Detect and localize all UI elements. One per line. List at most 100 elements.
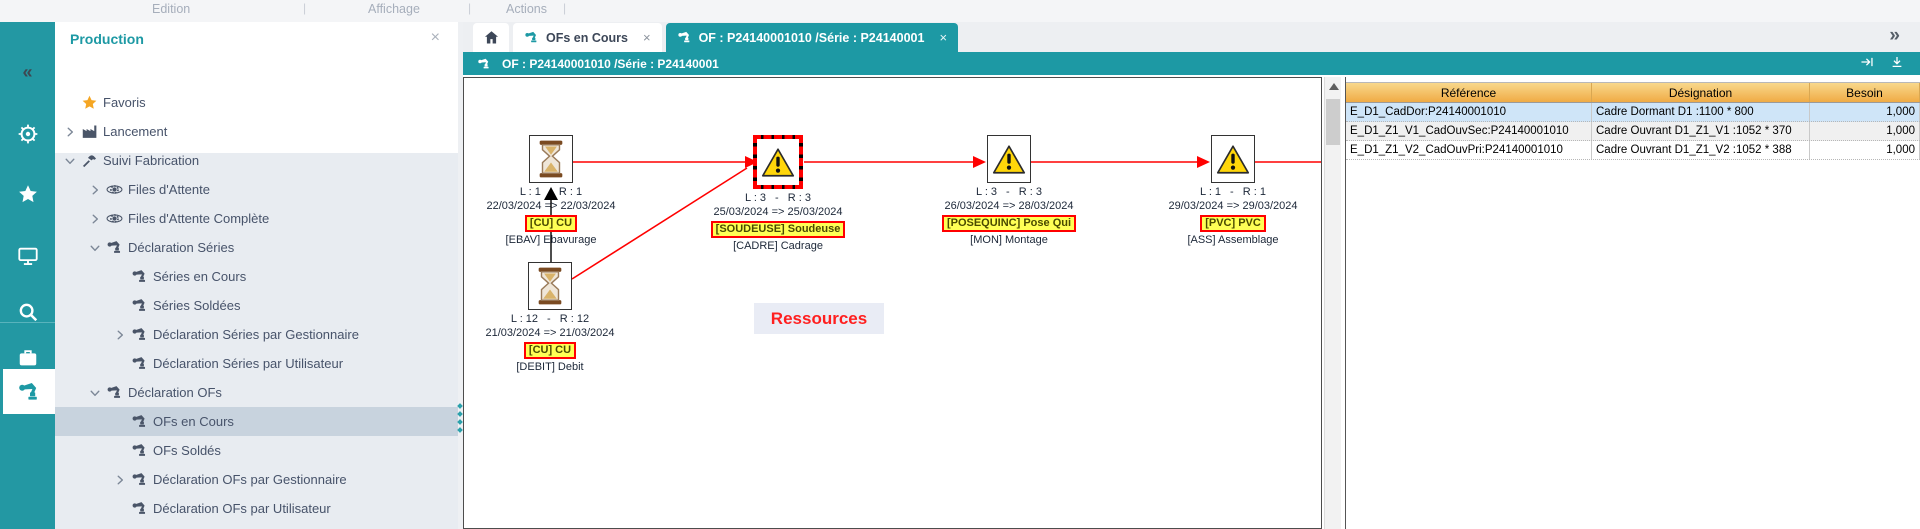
column-header-besoin[interactable]: Besoin <box>1810 83 1920 102</box>
sidebar-item-d-claration-s-ries-par-utilisateur[interactable]: Déclaration Séries par Utilisateur <box>55 349 458 378</box>
sidebar-item-lancement[interactable]: Lancement <box>55 117 458 146</box>
rail-item-production-active[interactable] <box>3 369 55 414</box>
rail-item-wheel-icon[interactable] <box>0 114 55 154</box>
tab-close-icon[interactable]: × <box>642 30 651 45</box>
sidebar-item-label: Favoris <box>103 95 146 110</box>
sidebar-close-icon[interactable]: × <box>430 29 440 46</box>
sidebar-item-d-claration-s-ries-par-gestionnaire[interactable]: Déclaration Séries par Gestionnaire <box>55 320 458 349</box>
tab-close-icon[interactable]: × <box>939 30 948 45</box>
menu-item-edition[interactable]: Edition <box>152 2 191 16</box>
sidebar-item-ofs-sold-s[interactable]: OFs Soldés <box>55 436 458 465</box>
robot-icon <box>131 500 148 517</box>
star-icon <box>17 183 39 205</box>
download-icon[interactable] <box>1890 55 1904 69</box>
sidebar-item-s-ries-sold-es[interactable]: Séries Soldées <box>55 291 458 320</box>
chevron-down-icon[interactable] <box>63 154 77 168</box>
menu-item-actions[interactable]: Actions <box>506 2 547 16</box>
sidebar-item-ofs-en-cours[interactable]: OFs en Cours <box>55 407 458 436</box>
chevron-right-icon[interactable] <box>113 328 127 342</box>
node-resource-label[interactable]: [CU] CU <box>523 342 577 359</box>
rail-item-search-icon[interactable] <box>0 292 55 332</box>
sidebar-item-d-claration-ofs-par-gestionnaire[interactable]: Déclaration OFs par Gestionnaire <box>55 465 458 494</box>
sidebar-item-d-claration-ofs[interactable]: Déclaration OFs <box>55 378 458 407</box>
goto-end-icon[interactable] <box>1860 55 1874 69</box>
cell-reference: E_D1_Z1_V2_CadOuvPri:P24140001010 <box>1346 141 1592 159</box>
monitor-icon <box>17 245 39 267</box>
document-title-bar: OF : P24140001010 /Série : P24140001 <box>463 52 1920 75</box>
node-resource-label[interactable]: [SOUDEUSE] Soudeuse <box>710 221 846 238</box>
node-load-line: L : 12-R : 12 <box>464 313 645 326</box>
node-resource-label[interactable]: [POSEQUINC] Pose Qui <box>941 215 1077 232</box>
sidebar-item-files-d-attente-compl-te[interactable]: Files d'Attente Complète <box>55 204 458 233</box>
diagram-vertical-scrollbar[interactable] <box>1324 77 1341 529</box>
sidebar-item-d-claration-s-ries[interactable]: Déclaration Séries <box>55 233 458 262</box>
sidebar-item-label: Suivi Fabrication <box>103 153 200 168</box>
node-box[interactable] <box>528 262 572 310</box>
sidebar-item-s-ries-en-cours[interactable]: Séries en Cours <box>55 262 458 291</box>
node-operation-label: [MON] Montage <box>970 234 1048 246</box>
rail-item-monitor-icon[interactable] <box>0 236 55 276</box>
tab-overflow-chevrons[interactable]: » <box>1889 25 1900 46</box>
menu-separator: | <box>303 1 307 15</box>
node-l-value: L : 12 <box>510 313 539 325</box>
sidebar-item-d-claration-ofs-par-utilisateur[interactable]: Déclaration OFs par Utilisateur <box>55 494 458 523</box>
menu-item-affichage[interactable]: Affichage <box>368 2 420 16</box>
node-resource-label[interactable]: [PVC] PVC <box>1200 215 1266 232</box>
node-lr-separator: - <box>1006 186 1010 198</box>
node-l-value: L : 3 <box>976 186 998 198</box>
column-header-r-f-rence[interactable]: Référence <box>1346 83 1592 102</box>
node-r-value: R : 3 <box>787 192 811 204</box>
scrollbar-thumb[interactable] <box>1326 99 1340 145</box>
cell-besoin: 1,000 <box>1810 141 1920 159</box>
robot-arm-icon <box>477 57 491 71</box>
chevron-down-icon[interactable] <box>88 386 102 400</box>
node-resource-wrap: [POSEQUINC] Pose Qui <box>914 213 1104 232</box>
tab-of-p24140001010-s-rie-p2414000[interactable]: OF : P24140001010 /Série : P24140001× <box>665 23 959 52</box>
robot-icon <box>131 442 148 459</box>
node-resource-label[interactable]: [CU] CU <box>524 215 578 232</box>
chevron-down-icon[interactable] <box>88 241 102 255</box>
cell-designation: Cadre Ouvrant D1_Z1_V2 :1052 * 388 <box>1592 141 1810 159</box>
rail-item-briefcase-icon[interactable] <box>0 338 55 378</box>
node-box[interactable] <box>987 135 1031 183</box>
node-dates: 26/03/2024 => 28/03/2024 <box>944 200 1074 212</box>
node-box[interactable] <box>529 135 573 183</box>
chevron-right-icon[interactable] <box>113 473 127 487</box>
node-operation-label: [ASS] Assemblage <box>1187 234 1279 246</box>
column-header-d-signation[interactable]: Désignation <box>1592 83 1810 102</box>
node-dates: 21/03/2024 => 21/03/2024 <box>485 327 615 339</box>
sidebar-item-label: Séries Soldées <box>153 298 241 313</box>
chevron-right-icon[interactable] <box>88 212 102 226</box>
sidebar-item-favoris[interactable]: Favoris <box>55 88 458 117</box>
chevron-right-icon[interactable] <box>63 125 77 139</box>
rail-item-star-icon[interactable] <box>0 174 55 214</box>
robot-icon <box>106 384 123 401</box>
scroll-up-icon[interactable] <box>1327 82 1339 92</box>
rail-item-collapse-icon[interactable]: « <box>0 52 55 92</box>
node-box[interactable] <box>753 135 803 189</box>
node-box[interactable] <box>1211 135 1255 183</box>
tab-ofs-en-cours[interactable]: OFs en Cours× <box>513 23 662 52</box>
sidebar-splitter[interactable] <box>458 22 463 529</box>
node-dates: 25/03/2024 => 25/03/2024 <box>713 206 843 218</box>
robot-icon <box>131 297 148 314</box>
sidebar-item-files-d-attente[interactable]: Files d'Attente <box>55 175 458 204</box>
node-l-value: L : 3 <box>745 192 767 204</box>
sidebar-item-label: Séries en Cours <box>153 269 247 284</box>
chevron-right-icon[interactable] <box>88 183 102 197</box>
node-r-value: R : 1 <box>558 186 583 198</box>
tab-home[interactable] <box>473 23 509 52</box>
rail-divider <box>0 322 55 323</box>
sidebar-item-suivi-fabrication[interactable]: Suivi Fabrication <box>55 146 458 175</box>
